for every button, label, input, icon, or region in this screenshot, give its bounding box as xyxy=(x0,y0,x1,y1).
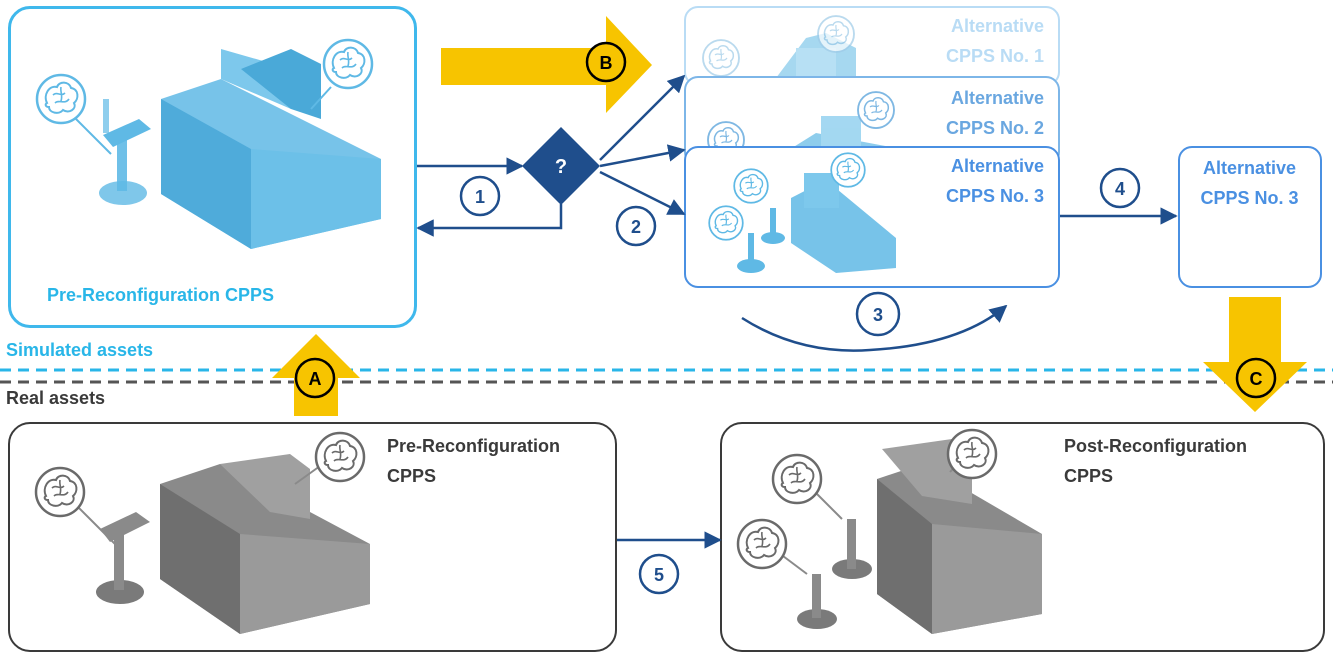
real-post-reconfiguration-box: Post-Reconfiguration CPPS xyxy=(720,422,1325,652)
brain-icon xyxy=(857,91,895,129)
real-post-assets-illustration xyxy=(736,428,1042,634)
alternative-cpps-1-box: Alternative CPPS No. 1 xyxy=(684,6,1060,86)
real-assets-label: Real assets xyxy=(6,388,106,408)
brain-icon xyxy=(771,453,823,505)
selected-alternative-box: Alternative CPPS No. 3 xyxy=(1178,146,1322,288)
phase-b-arrow xyxy=(441,16,652,113)
brain-icon xyxy=(946,428,998,480)
machine-icon xyxy=(160,454,370,634)
alternative-1-line1: Alternative xyxy=(950,16,1044,36)
alternative-3-line2: CPPS No. 3 xyxy=(945,186,1044,206)
phase-a-arrow xyxy=(272,334,360,416)
mobile-robot-icon xyxy=(99,99,151,205)
alternative-2-line2: CPPS No. 2 xyxy=(945,118,1044,138)
mobile-robot-icon xyxy=(96,512,150,604)
mobile-robot-icon xyxy=(797,519,872,629)
simulated-assets-label: Simulated assets xyxy=(6,340,154,360)
simulated-assets-illustration xyxy=(35,38,381,249)
alternative-1-illustration xyxy=(702,15,856,83)
brain-icon xyxy=(35,73,87,125)
selected-alternative-line2: CPPS No. 3 xyxy=(1200,188,1299,208)
brain-icon xyxy=(322,38,374,90)
brain-icon xyxy=(733,168,769,204)
simulated-pre-reconfiguration-label: Pre-Reconfiguration CPPS xyxy=(47,285,275,305)
alternative-cpps-3-box: Alternative CPPS No. 3 xyxy=(684,146,1060,288)
brain-icon xyxy=(314,431,366,483)
phase-c-arrow xyxy=(1203,297,1307,412)
mobile-robot-icon xyxy=(737,208,785,273)
selected-alternative-line1: Alternative xyxy=(1202,158,1297,178)
brain-icon xyxy=(702,39,740,77)
alternative-1-line2: CPPS No. 1 xyxy=(945,46,1044,66)
real-pre-line1: Pre-Reconfiguration xyxy=(387,436,561,456)
machine-icon xyxy=(791,173,896,273)
alternative-3-illustration xyxy=(708,152,896,273)
alternative-2-line1: Alternative xyxy=(950,88,1044,108)
machine-icon xyxy=(877,439,1042,634)
brain-icon xyxy=(34,466,86,518)
alternative-3-line1: Alternative xyxy=(950,156,1044,176)
brain-icon xyxy=(817,15,855,53)
brain-icon xyxy=(736,518,788,570)
machine-icon xyxy=(161,49,381,249)
real-pre-reconfiguration-box: Pre-Reconfiguration CPPS xyxy=(8,422,617,652)
brain-icon xyxy=(708,205,744,241)
brain-icon xyxy=(830,152,866,188)
real-post-line2: CPPS xyxy=(1064,466,1114,486)
real-post-line1: Post-Reconfiguration xyxy=(1064,436,1247,456)
simulated-pre-reconfiguration-box: Pre-Reconfiguration CPPS xyxy=(8,6,417,328)
real-pre-assets-illustration xyxy=(34,431,370,634)
real-pre-line2: CPPS xyxy=(387,466,437,486)
